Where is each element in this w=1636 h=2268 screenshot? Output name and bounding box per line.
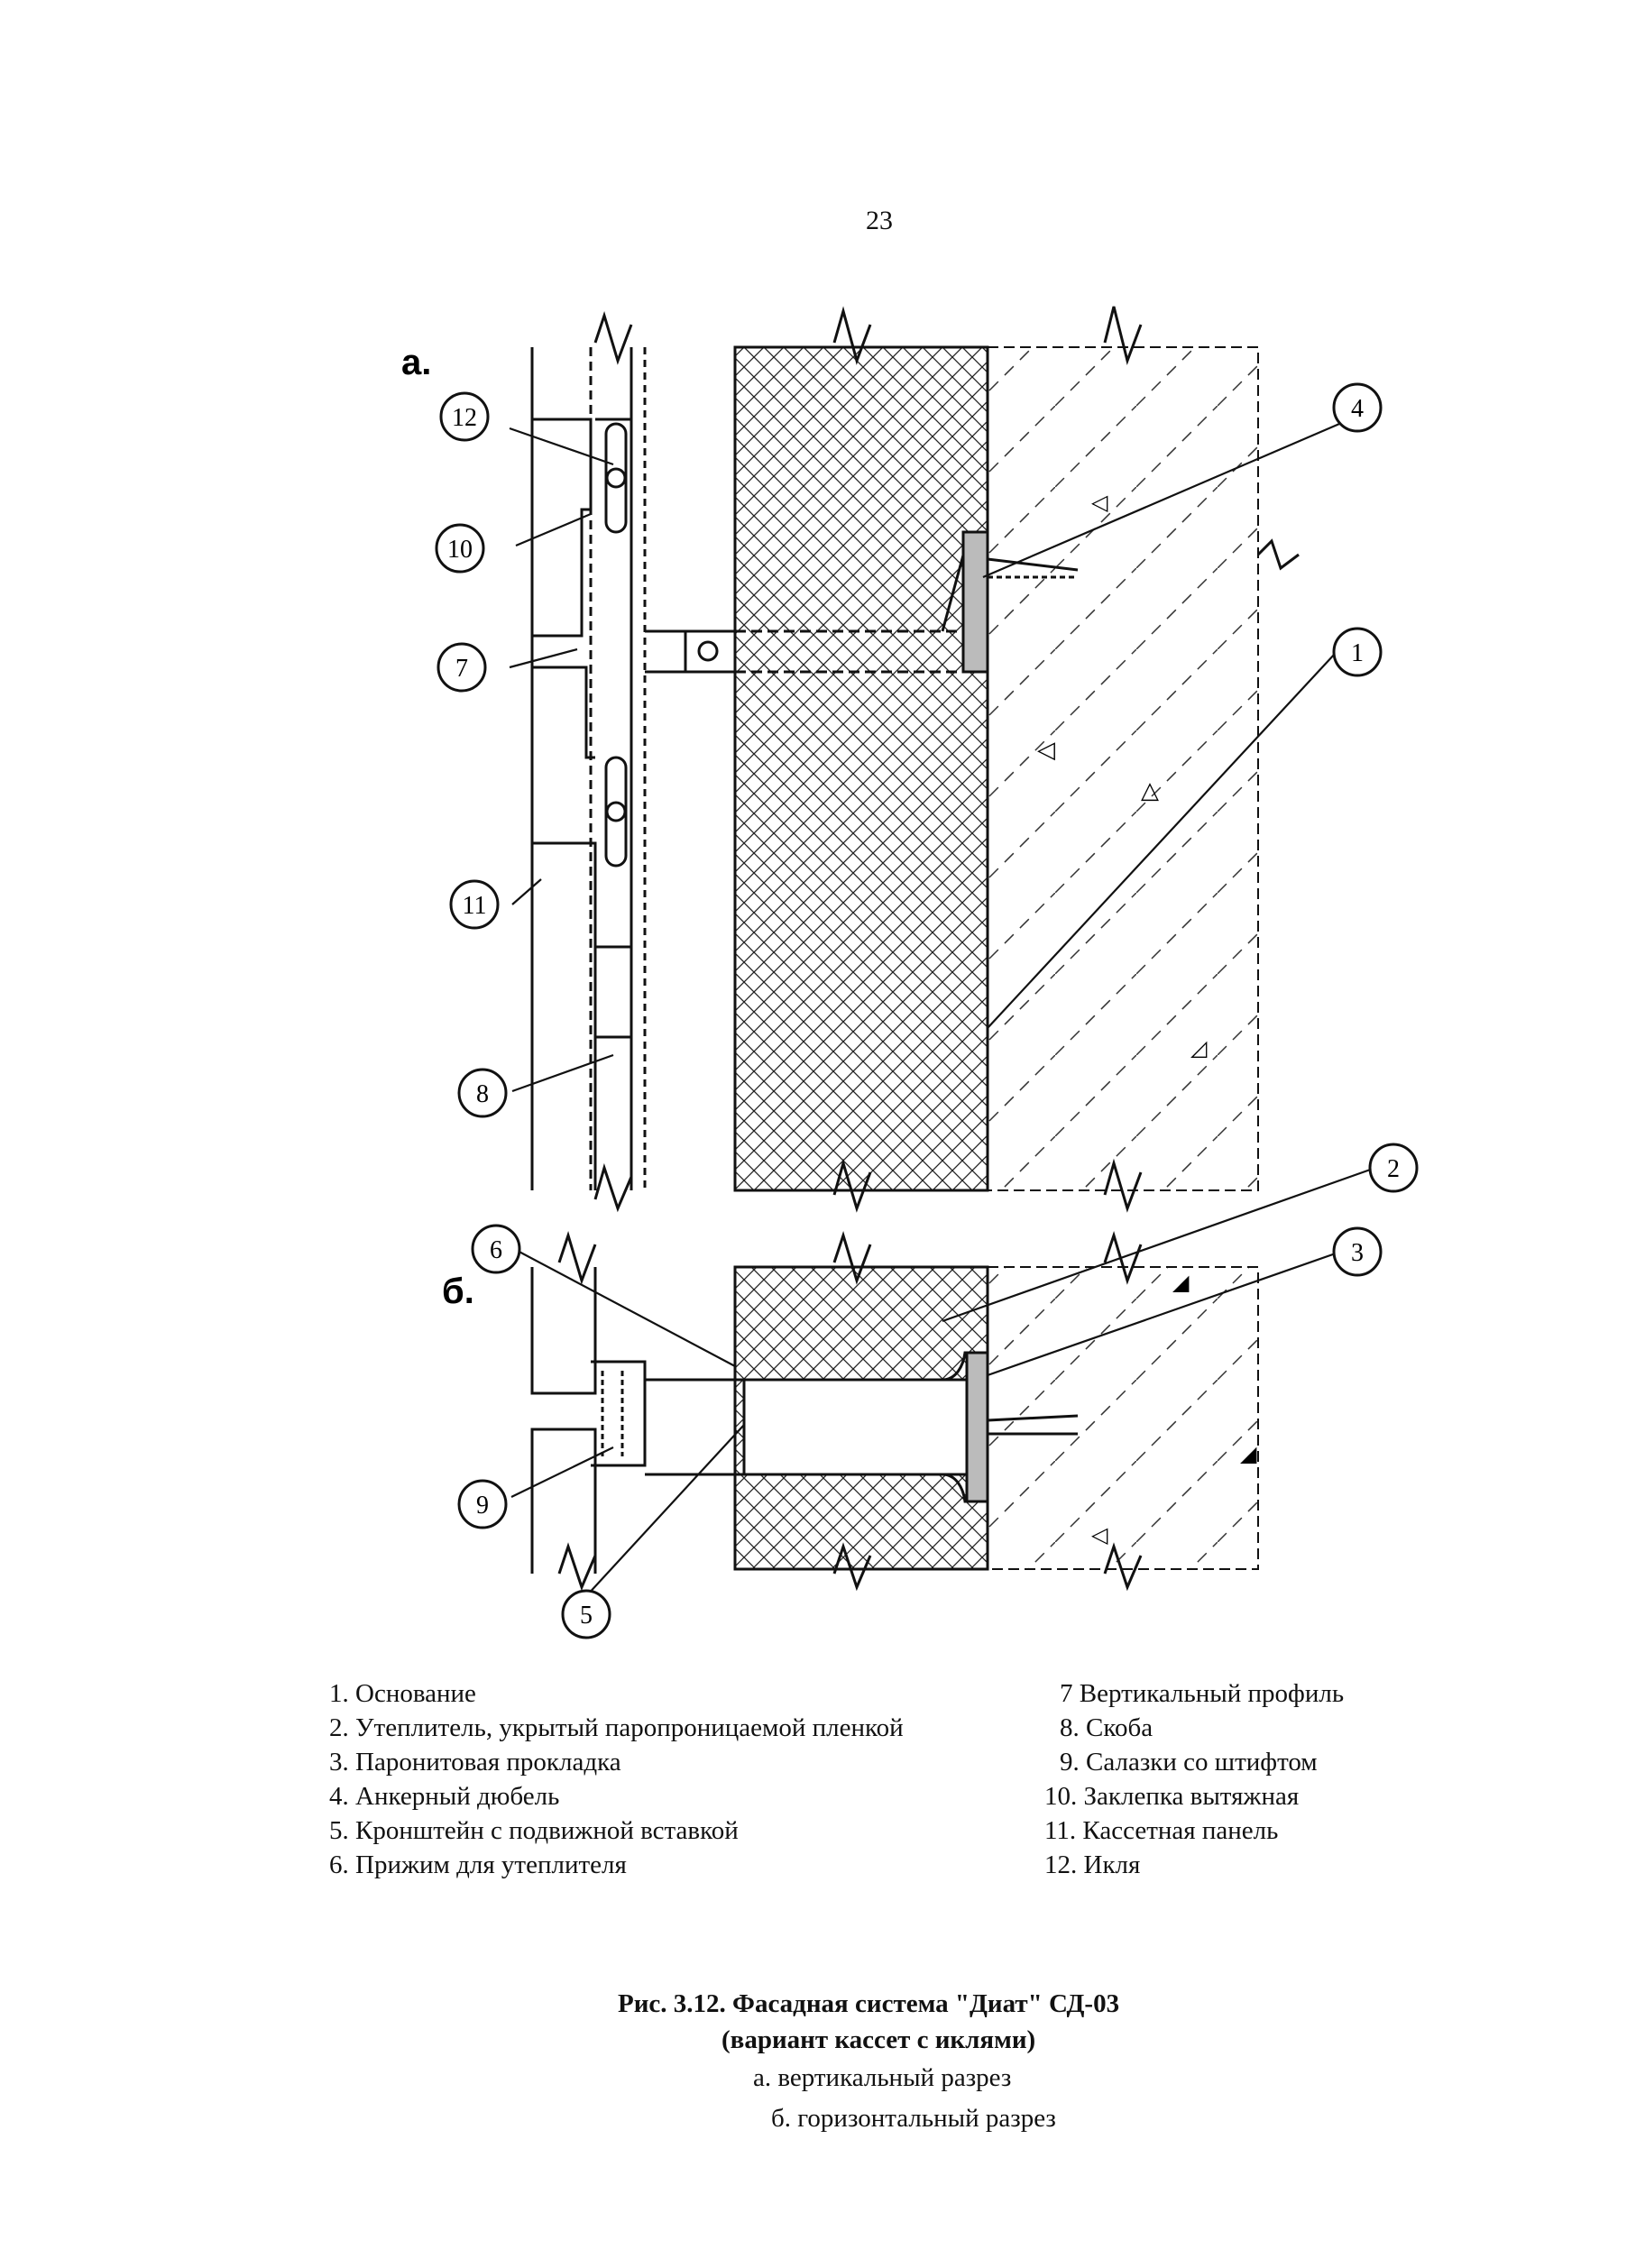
bracket-a	[645, 530, 989, 674]
callout-2: 2	[1368, 1143, 1419, 1193]
callout-7: 7	[437, 642, 487, 693]
svg-text:10: 10	[447, 536, 473, 564]
cassette-panel-a	[530, 347, 647, 1190]
svg-text:◁: ◁	[1091, 1524, 1108, 1547]
callout-11: 11	[449, 879, 500, 930]
callouts: 12 10 7 11 8 4 1 2 3 6 9 5	[435, 382, 1419, 1639]
caption-view-b: б. горизонтальный разрез	[771, 2104, 1056, 2133]
break-marks-b	[557, 1231, 1143, 1592]
legend-item: 9. Салазки со штифтом	[1060, 1748, 1318, 1777]
legend-item: 6. Прижим для утеплителя	[329, 1850, 627, 1879]
page-number: 23	[866, 206, 893, 235]
callout-8: 8	[457, 1068, 508, 1118]
callout-10: 10	[435, 523, 485, 574]
callout-3: 3	[1332, 1226, 1383, 1277]
callout-9: 9	[457, 1479, 508, 1529]
svg-text:2: 2	[1387, 1155, 1400, 1183]
svg-text:◁: ◁	[1037, 737, 1055, 763]
base-wall-a: ◁ △ ◿ ◁	[987, 346, 1259, 1191]
legend-item: 2. Утеплитель, укрытый паропроницаемой п…	[329, 1713, 904, 1742]
view-a-label: а.	[401, 343, 431, 382]
legend-item: 1. Основание	[329, 1679, 476, 1708]
caption-variant: (вариант кассет с иклями)	[721, 2025, 1036, 2054]
svg-text:7: 7	[455, 655, 468, 683]
svg-text:◢: ◢	[1172, 1272, 1190, 1295]
svg-text:1: 1	[1351, 639, 1364, 667]
insulation-layer-a	[733, 345, 989, 1192]
svg-text:6: 6	[490, 1236, 502, 1264]
callout-6: 6	[471, 1224, 521, 1274]
svg-text:4: 4	[1351, 395, 1364, 423]
bracket-b	[942, 1351, 1079, 1503]
legend-item: 3. Паронитовая прокладка	[329, 1748, 621, 1777]
svg-text:◢: ◢	[1240, 1443, 1257, 1466]
svg-text:12: 12	[452, 404, 477, 432]
callout-12: 12	[439, 391, 490, 442]
legend-item: 11. Кассетная панель	[1044, 1816, 1279, 1845]
legend-item: 4. Анкерный дюбель	[329, 1782, 560, 1811]
callout-1: 1	[1332, 627, 1383, 677]
svg-text:8: 8	[476, 1080, 489, 1108]
svg-text:5: 5	[580, 1602, 593, 1630]
legend-item: 8. Скоба	[1060, 1713, 1153, 1742]
legend-item: 12. Икля	[1044, 1850, 1141, 1879]
leader-lines	[509, 409, 1376, 1597]
caption-view-a: а. вертикальный разрез	[753, 2063, 1012, 2092]
caption-title: Рис. 3.12. Фасадная система "Диат" СД-03	[618, 1989, 1120, 2018]
break-marks-a	[593, 306, 1300, 1213]
legend-item: 5. Кронштейн с подвижной вставкой	[329, 1816, 739, 1845]
svg-text:11: 11	[463, 892, 487, 920]
svg-text:9: 9	[476, 1492, 489, 1520]
svg-text:◁: ◁	[1091, 491, 1108, 515]
anchor-dowel-a	[987, 557, 1079, 579]
legend-item: 7 Вертикальный профиль	[1060, 1679, 1345, 1708]
svg-text:△: △	[1141, 777, 1159, 803]
callout-5: 5	[561, 1589, 611, 1639]
callout-4: 4	[1332, 382, 1383, 433]
view-b-label: б.	[442, 1272, 474, 1311]
cassette-panel-b	[530, 1267, 744, 1574]
svg-text:◿: ◿	[1190, 1037, 1208, 1061]
insulation-layer-b	[733, 1265, 989, 1571]
svg-text:3: 3	[1351, 1239, 1364, 1267]
legend-item: 10. Заклепка вытяжная	[1044, 1782, 1300, 1811]
